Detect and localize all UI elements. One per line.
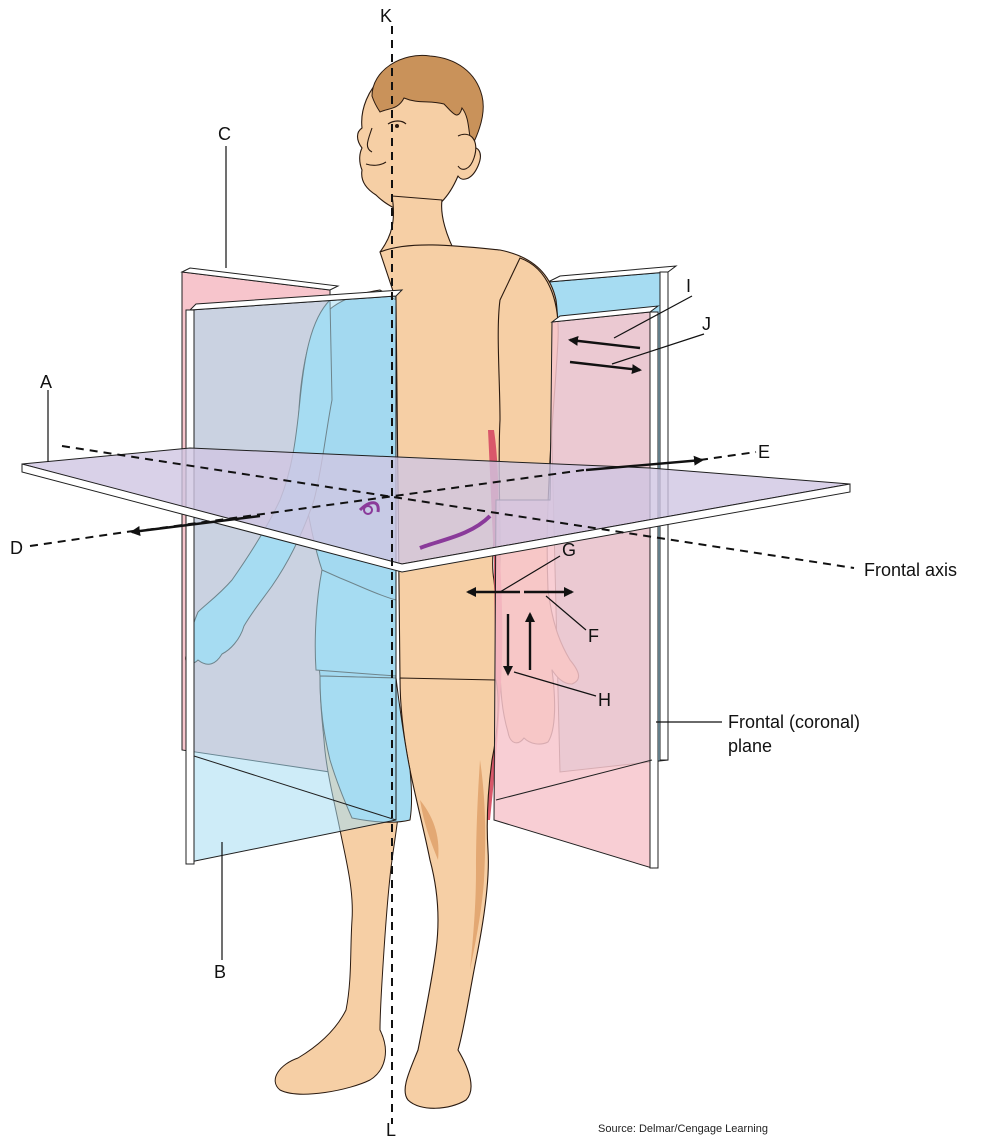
- sagittal-axis-line-d: [30, 530, 140, 546]
- transverse-plane: [22, 448, 850, 572]
- label-c: C: [218, 124, 231, 144]
- label-frontal-axis: Frontal axis: [864, 560, 957, 580]
- label-g: G: [562, 540, 576, 560]
- label-frontal-plane-1: Frontal (coronal): [728, 712, 860, 732]
- label-d: D: [10, 538, 23, 558]
- label-h: H: [598, 690, 611, 710]
- sagittal-plane-front: [186, 290, 402, 864]
- label-k: K: [380, 6, 392, 26]
- right-leg: [400, 678, 498, 1108]
- sagittal-axis-line-e: [700, 452, 756, 460]
- label-b: B: [214, 962, 226, 982]
- label-f: F: [588, 626, 599, 646]
- label-a: A: [40, 372, 52, 392]
- label-frontal-plane-2: plane: [728, 736, 772, 756]
- eye: [395, 124, 399, 128]
- label-e: E: [758, 442, 770, 462]
- label-i: I: [686, 276, 691, 296]
- source-credit: Source: Delmar/Cengage Learning: [598, 1123, 768, 1135]
- label-l: L: [386, 1120, 396, 1139]
- label-j: J: [702, 314, 711, 334]
